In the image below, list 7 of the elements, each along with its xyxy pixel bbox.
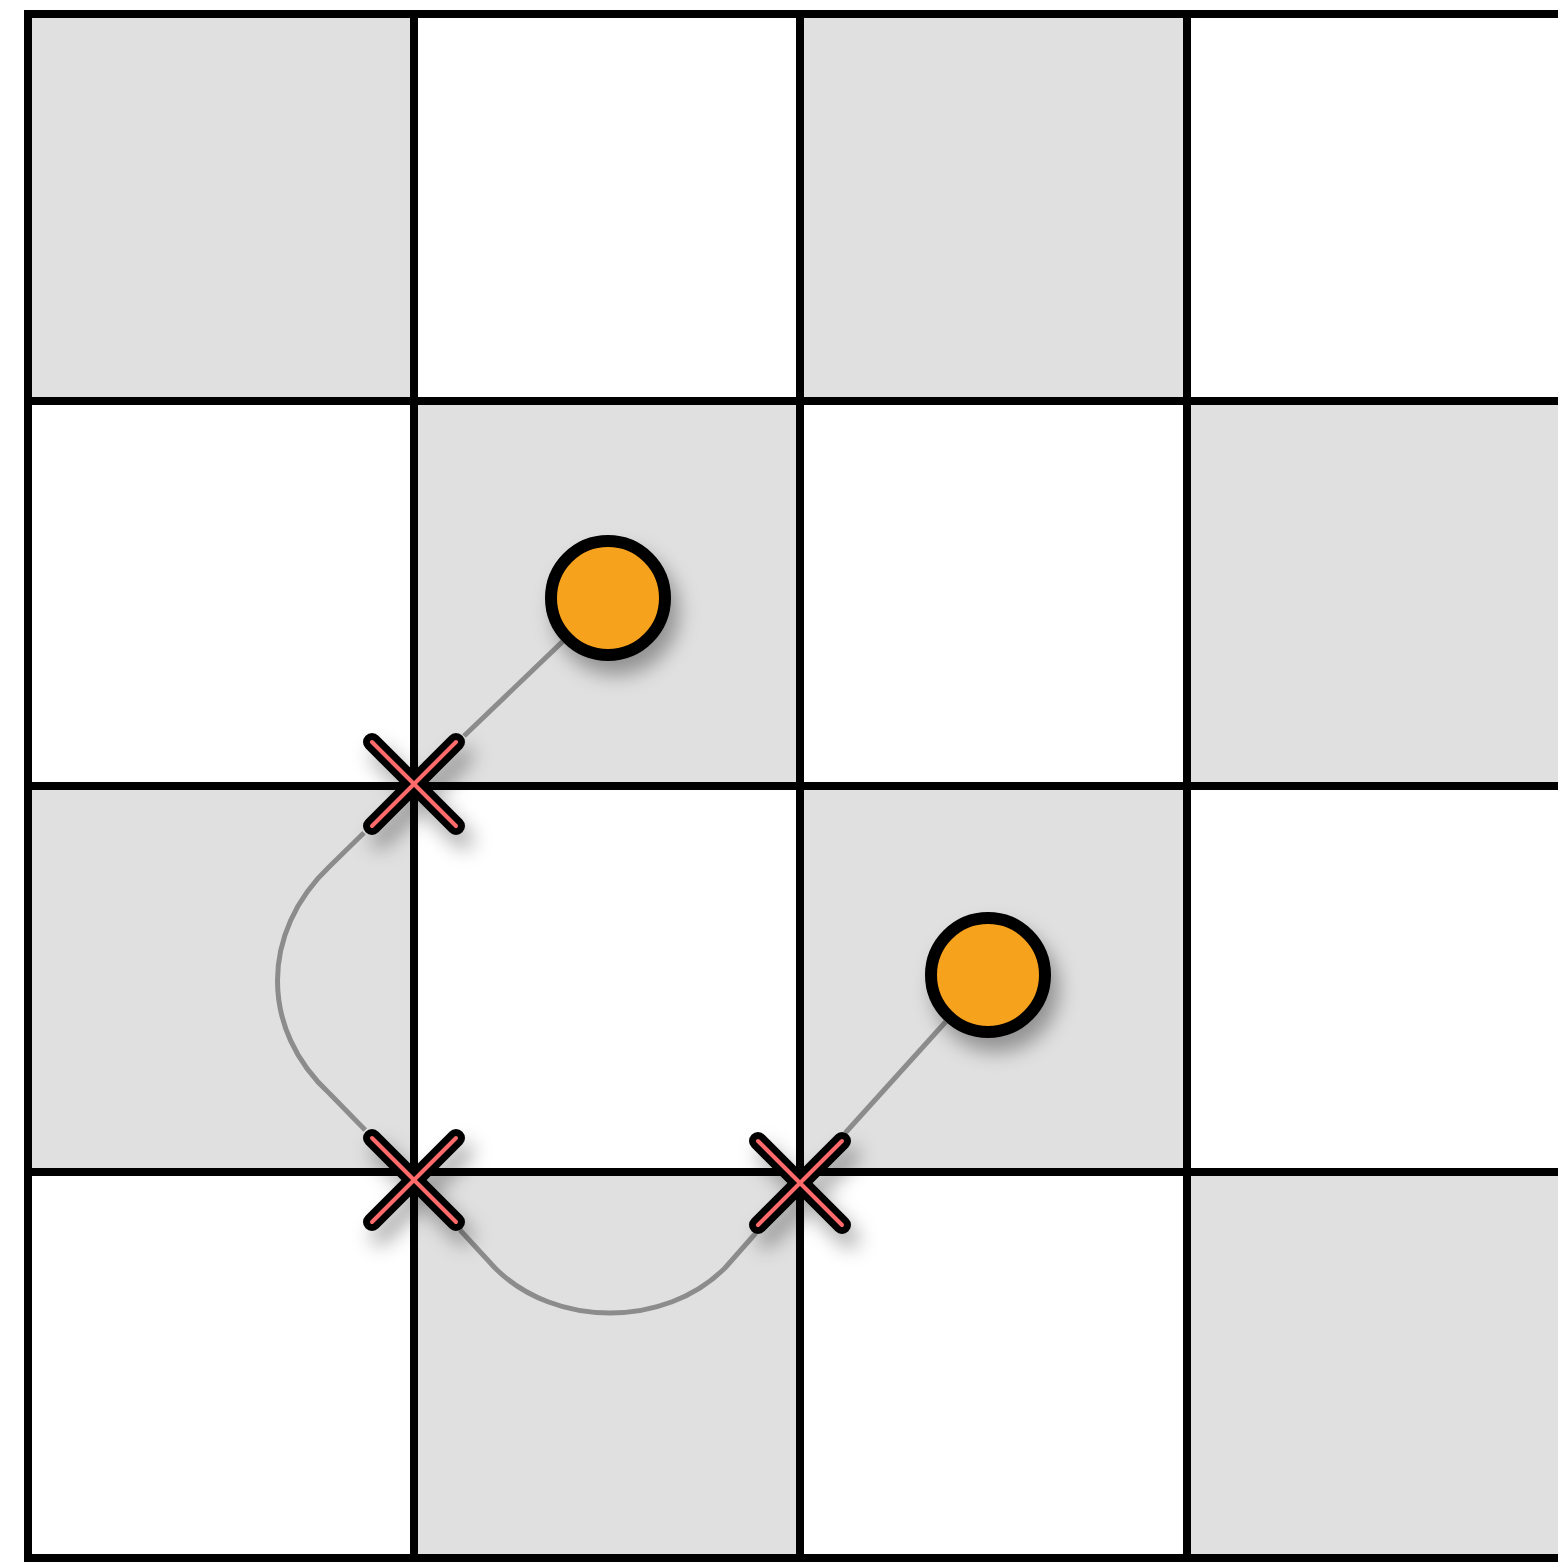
cross-mark	[750, 1133, 850, 1233]
cross-mark	[364, 734, 464, 834]
cross-mark	[364, 1130, 464, 1230]
connector-line	[843, 1020, 948, 1135]
connector-line	[458, 1228, 758, 1316]
connector-line	[462, 639, 565, 738]
connector-line	[275, 831, 367, 1132]
